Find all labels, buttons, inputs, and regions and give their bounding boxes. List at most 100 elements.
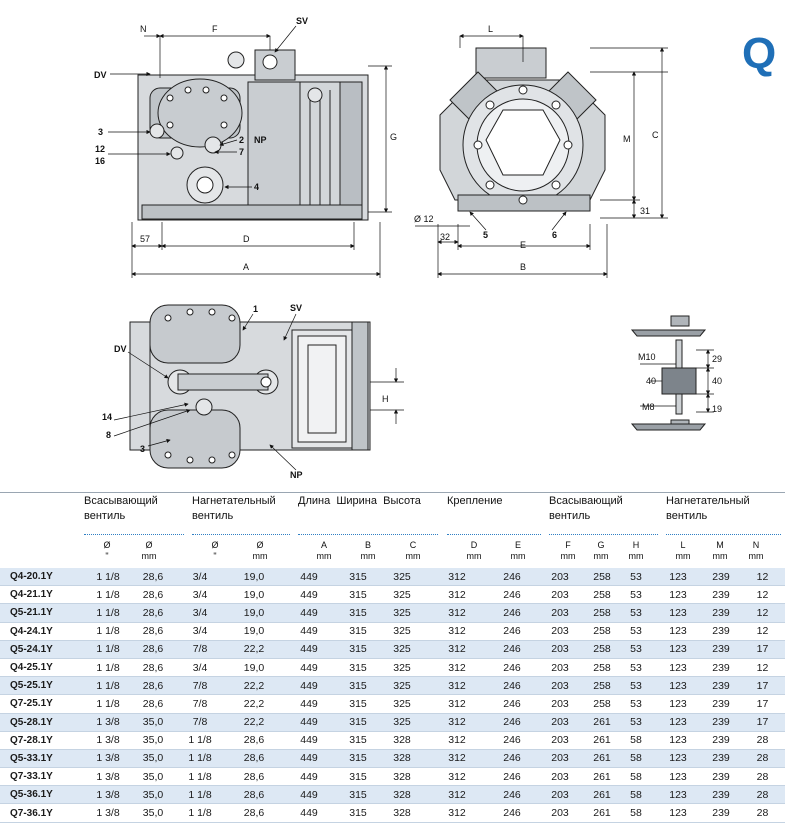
value-cell-f: 203 [534,749,586,769]
value-cell-e: 246 [490,676,534,696]
value-cell-g: 258 [586,622,618,641]
value-cell-b: 315 [336,676,380,696]
value-cell-n: 17 [740,676,785,696]
model-cell: Q5-36.1Y [0,785,84,805]
value-cell-m: 239 [702,731,740,750]
value-cell-n: 17 [740,713,785,732]
model-cell: Q7-36.1Y [0,803,84,823]
value-cell-m: 239 [702,785,740,805]
value-cell-s-mm: 28,6 [132,585,174,605]
value-cell-e: 246 [490,603,534,623]
value-cell-g: 258 [586,603,618,623]
model-cell: Q4-24.1Y [0,622,84,641]
value-cell-e: 246 [490,803,534,823]
value-cell-c: 325 [380,622,424,641]
value-cell-h: 58 [618,803,654,823]
value-cell-s-mm: 35,0 [132,767,174,787]
value-cell-s-in: 1 1/8 [84,640,132,659]
value-cell-f: 203 [534,731,586,750]
value-cell-b: 315 [336,767,380,787]
value-cell-d: 312 [424,713,490,732]
value-cell-n: 28 [740,731,785,750]
svg-text:5: 5 [483,230,488,240]
value-cell-l: 123 [654,568,702,587]
value-cell-a: 449 [282,603,336,623]
value-cell-a: 449 [282,803,336,823]
value-cell-m: 239 [702,713,740,732]
value-cell-f: 203 [534,622,586,641]
value-cell-d: 312 [424,603,490,623]
value-cell-s-mm: 35,0 [132,803,174,823]
svg-text:14: 14 [102,412,112,422]
value-cell-d: 312 [424,640,490,659]
svg-text:SV: SV [290,303,302,313]
svg-text:E: E [520,240,526,250]
mount-dimension-lines [640,349,714,413]
value-cell-d-in: 3/4 [174,603,226,623]
value-cell-l: 123 [654,731,702,750]
svg-text:1: 1 [253,304,258,314]
value-cell-s-mm: 35,0 [132,749,174,769]
value-cell-s-in: 1 3/8 [84,749,132,769]
value-cell-l: 123 [654,749,702,769]
value-cell-d-mm: 19,0 [226,568,282,587]
value-cell-s-in: 1 3/8 [84,713,132,732]
model-cell: Q4-25.1Y [0,658,84,678]
value-cell-d: 312 [424,803,490,823]
value-cell-d-mm: 19,0 [226,622,282,641]
value-cell-b: 315 [336,585,380,605]
value-cell-m: 239 [702,676,740,696]
value-cell-h: 58 [618,767,654,787]
value-cell-s-mm: 35,0 [132,785,174,805]
value-cell-h: 58 [618,731,654,750]
value-cell-h: 58 [618,785,654,805]
model-cell: Q5-25.1Y [0,676,84,696]
value-cell-c: 328 [380,767,424,787]
svg-text:DV: DV [94,70,107,80]
model-cell: Q5-28.1Y [0,713,84,732]
value-cell-d-in: 1 1/8 [174,749,226,769]
side-dimension-lines [415,33,668,278]
value-cell-l: 123 [654,603,702,623]
value-cell-d-mm: 19,0 [226,585,282,605]
value-cell-g: 261 [586,785,618,805]
svg-text:12: 12 [95,144,105,154]
value-cell-m: 239 [702,622,740,641]
group-underline [298,534,438,535]
value-cell-b: 315 [336,568,380,587]
value-cell-c: 325 [380,713,424,732]
value-cell-l: 123 [654,767,702,787]
value-cell-e: 246 [490,713,534,732]
svg-text:3: 3 [98,127,103,137]
mounting-detail-drawing [630,315,707,431]
value-cell-c: 325 [380,585,424,605]
value-cell-d-mm: 28,6 [226,749,282,769]
value-cell-m: 239 [702,749,740,769]
value-cell-e: 246 [490,640,534,659]
value-cell-e: 246 [490,658,534,678]
value-cell-d-mm: 28,6 [226,767,282,787]
svg-text:3: 3 [140,444,145,454]
technical-drawings: Q [94,16,776,480]
value-cell-d-in: 1 1/8 [174,731,226,750]
section-letter: Q [742,29,776,78]
value-cell-g: 258 [586,640,618,659]
value-cell-m: 239 [702,767,740,787]
value-cell-l: 123 [654,713,702,732]
value-cell-a: 449 [282,640,336,659]
unit-header: Ø" [103,540,111,561]
model-cell: Q5-24.1Y [0,640,84,659]
value-cell-s-mm: 35,0 [132,713,174,732]
top-dimension-lines [113,313,404,471]
svg-text:31: 31 [640,206,650,216]
side-view-drawing [439,47,606,212]
value-cell-h: 53 [618,585,654,605]
value-cell-s-in: 1 1/8 [84,622,132,641]
